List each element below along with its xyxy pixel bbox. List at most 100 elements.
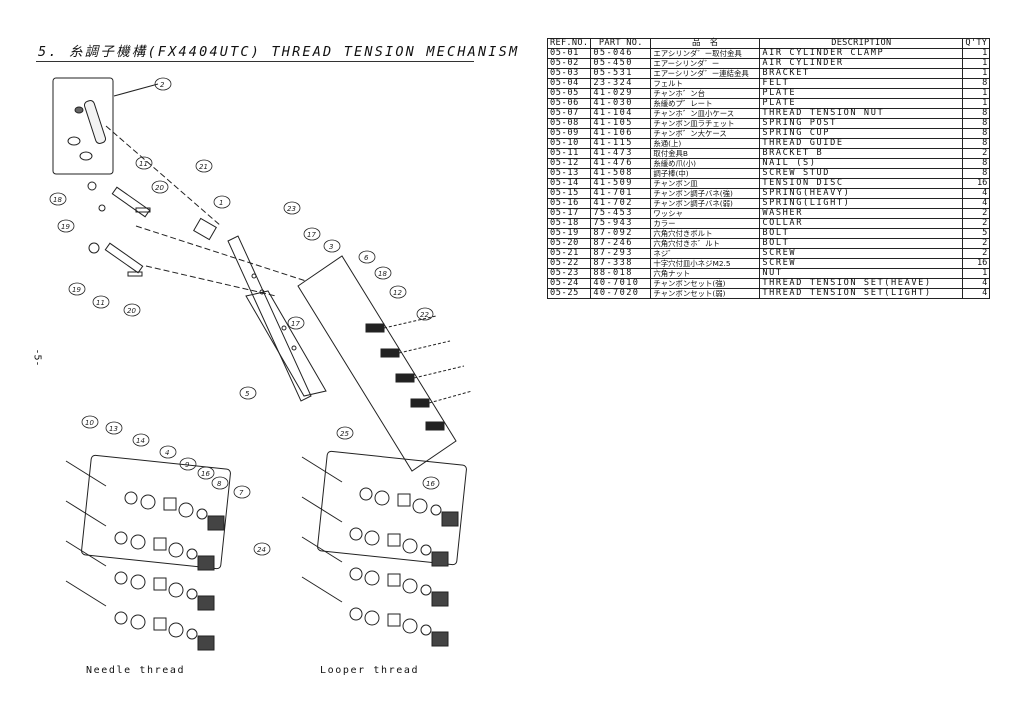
qty-cell: 4 [962, 288, 991, 299]
name-cell: カラー [650, 218, 761, 229]
part-no-cell: 87-092 [590, 228, 652, 239]
qty-cell: 4 [962, 198, 991, 209]
part-no-cell: 75-943 [590, 218, 652, 229]
name-cell: チャンボン皿ラチェット [650, 118, 761, 129]
part-no-cell: 87-338 [590, 258, 652, 269]
callout: 7 [233, 485, 251, 499]
svg-text:25: 25 [340, 430, 349, 438]
thread-guide-plate [297, 255, 473, 472]
svg-text:11: 11 [139, 160, 148, 168]
svg-text:6: 6 [364, 254, 369, 262]
qty-cell: 8 [962, 168, 991, 179]
svg-text:21: 21 [199, 163, 208, 171]
callout: 11 [92, 295, 110, 309]
name-cell: チャンボンセット(弱) [650, 288, 761, 299]
name-cell: 六角穴付きホ゛ルト [650, 238, 761, 249]
part-no-cell: 87-246 [590, 238, 652, 249]
name-cell: エアーシリンダ゛ー連結金具 [650, 68, 761, 79]
description-cell: SPRING CUP [759, 128, 964, 139]
ref-no-cell: 05-24 [546, 278, 592, 289]
svg-text:17: 17 [307, 231, 316, 239]
description-cell: BOLT [759, 238, 964, 249]
air-cylinder-inset [52, 77, 159, 175]
svg-text:5: 5 [245, 390, 250, 398]
name-cell: チャンボン調子バネ(強) [650, 188, 761, 199]
description-cell: THREAD TENSION SET(LIGHT) [759, 288, 964, 299]
qty-cell: 8 [962, 138, 991, 149]
svg-text:12: 12 [393, 289, 402, 297]
ref-no-cell: 05-13 [546, 168, 592, 179]
description-cell: SPRING POST [759, 118, 964, 129]
callout: 11 [135, 156, 153, 170]
callout: 5 [239, 386, 257, 400]
part-no-cell: 40-7020 [590, 288, 652, 299]
callout: 21 [195, 159, 213, 173]
callout: 17 [287, 316, 305, 330]
description-cell: BOLT [759, 228, 964, 239]
header-description: DESCRIPTION [759, 38, 964, 49]
part-no-cell: 41-115 [590, 138, 652, 149]
name-cell: 糸緩めプ゛レート [650, 98, 761, 109]
svg-text:22: 22 [420, 311, 429, 319]
qty-cell: 1 [962, 48, 991, 59]
looper-thread-caption: Looper thread [320, 665, 420, 676]
svg-text:3: 3 [329, 243, 333, 251]
svg-text:4: 4 [165, 449, 169, 457]
description-cell: FELT [759, 78, 964, 89]
description-cell: NUT [759, 268, 964, 279]
ref-no-cell: 05-21 [546, 248, 592, 259]
ref-no-cell: 05-10 [546, 138, 592, 149]
ref-no-cell: 05-04 [546, 78, 592, 89]
svg-text:10: 10 [85, 419, 94, 427]
name-cell: 取付金具B [650, 148, 761, 159]
description-cell: SCREW [759, 248, 964, 259]
callout: 4 [159, 445, 177, 459]
svg-text:14: 14 [136, 437, 145, 445]
part-no-cell: 41-030 [590, 98, 652, 109]
name-cell: チャンホ゛ン皿小ケース [650, 108, 761, 119]
ref-no-cell: 05-05 [546, 88, 592, 99]
qty-cell: 2 [962, 238, 991, 249]
part-no-cell: 41-029 [590, 88, 652, 99]
tension-plate [227, 235, 327, 402]
part-no-cell: 88-018 [590, 268, 652, 279]
callout: 10 [81, 415, 99, 429]
qty-cell: 2 [962, 208, 991, 219]
ref-no-cell: 05-22 [546, 258, 592, 269]
callout: 1 [213, 195, 231, 209]
callout: 3 [323, 239, 341, 253]
part-no-cell: 23-324 [590, 78, 652, 89]
description-cell: THREAD TENSION NUT [759, 108, 964, 119]
ref-no-cell: 05-15 [546, 188, 592, 199]
svg-text:18: 18 [53, 196, 62, 204]
ref-no-cell: 05-18 [546, 218, 592, 229]
name-cell: エアーシリンダ゛ー [650, 58, 761, 69]
qty-cell: 4 [962, 188, 991, 199]
callout: 17 [303, 227, 321, 241]
table-header-row: REF.NO. PART NO. 品 名 DESCRIPTION Q'TY [546, 38, 991, 49]
svg-text:2: 2 [160, 81, 165, 89]
description-cell: SPRING(LIGHT) [759, 198, 964, 209]
name-cell: チャンボ゛ン大ケース [650, 128, 761, 139]
name-cell: フェルト [650, 78, 761, 89]
svg-text:7: 7 [239, 489, 244, 497]
parts-list-table: REF.NO. PART NO. 品 名 DESCRIPTION Q'TY 05… [546, 38, 991, 299]
name-cell: チャンホ゛ン台 [650, 88, 761, 99]
qty-cell: 4 [962, 278, 991, 289]
needle-thread-caption: Needle thread [86, 665, 186, 676]
ref-no-cell: 05-16 [546, 198, 592, 209]
ref-no-cell: 05-20 [546, 238, 592, 249]
name-cell: 糸緩め爪(小) [650, 158, 761, 169]
